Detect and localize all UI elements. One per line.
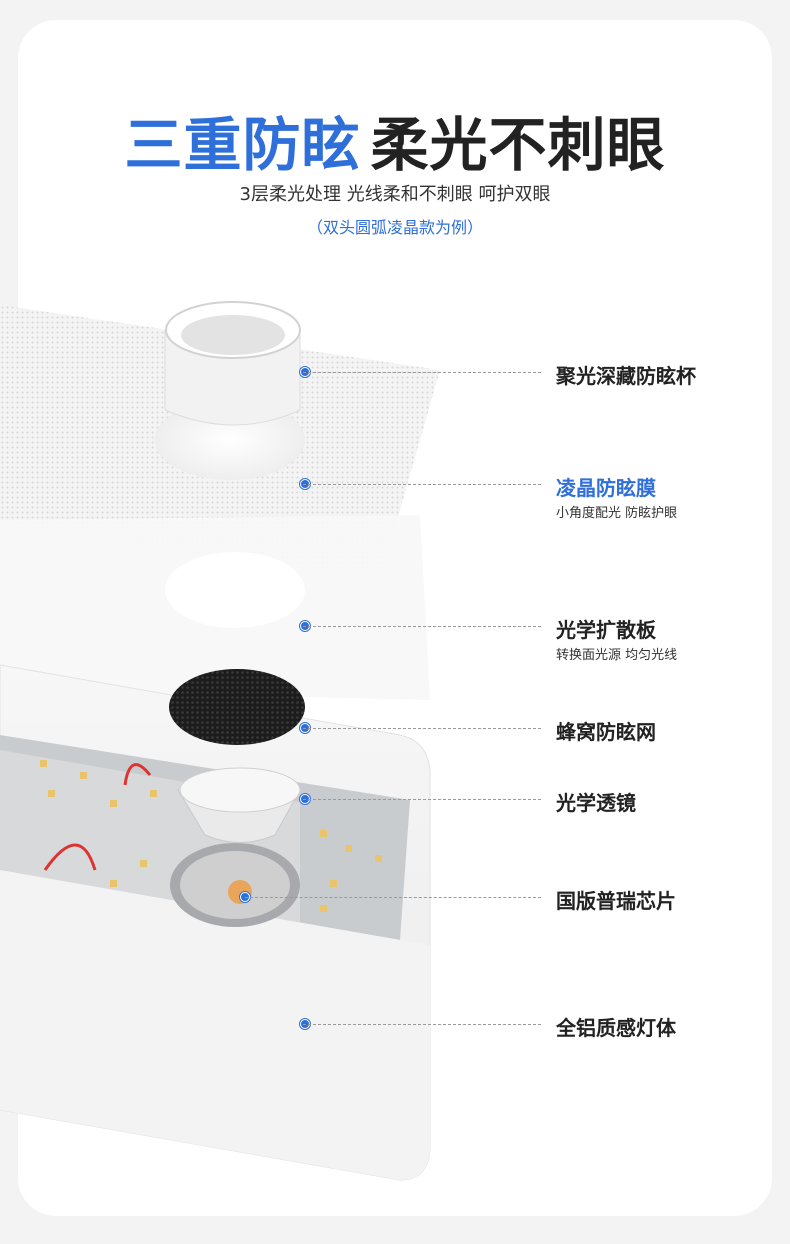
callout-leader — [303, 484, 541, 485]
callout-leader — [303, 728, 541, 729]
diffuser-plate — [0, 515, 430, 700]
callout-label: 全铝质感灯体 — [556, 1016, 676, 1040]
callout-leader — [245, 897, 541, 898]
callout-label: 蜂窝防眩网 — [556, 720, 656, 744]
callout-leader — [303, 1024, 541, 1025]
title-highlight: 三重防眩 — [124, 111, 361, 179]
callout-sublabel: 小角度配光 防眩护眼 — [556, 506, 678, 521]
callout-label: 国版普瑞芯片 — [556, 889, 676, 913]
page-title: 三重防眩柔光不刺眼 — [0, 98, 790, 182]
optical-lens — [177, 767, 301, 843]
callout-label: 聚光深藏防眩杯 — [556, 364, 696, 388]
anti-glare-cup — [155, 301, 305, 480]
callout-leader — [303, 626, 541, 627]
callout-label: 光学扩散板 — [556, 618, 656, 642]
honeycomb-mesh — [169, 669, 305, 745]
page-subtitle: 3层柔光处理 光线柔和不刺眼 呵护双眼 — [239, 184, 551, 205]
lamp-body — [0, 664, 431, 1181]
callout-sublabel: 转换面光源 均匀光线 — [556, 648, 678, 663]
exploded-lamp-illustration — [0, 301, 440, 1181]
title-main: 柔光不刺眼 — [370, 111, 666, 179]
callout-leader — [303, 372, 541, 373]
page-note: （双头圆弧凌晶款为例） — [306, 218, 483, 237]
callout-label: 凌晶防眩膜 — [556, 476, 656, 500]
callout-label: 光学透镜 — [556, 791, 636, 815]
callout-leader — [303, 799, 541, 800]
